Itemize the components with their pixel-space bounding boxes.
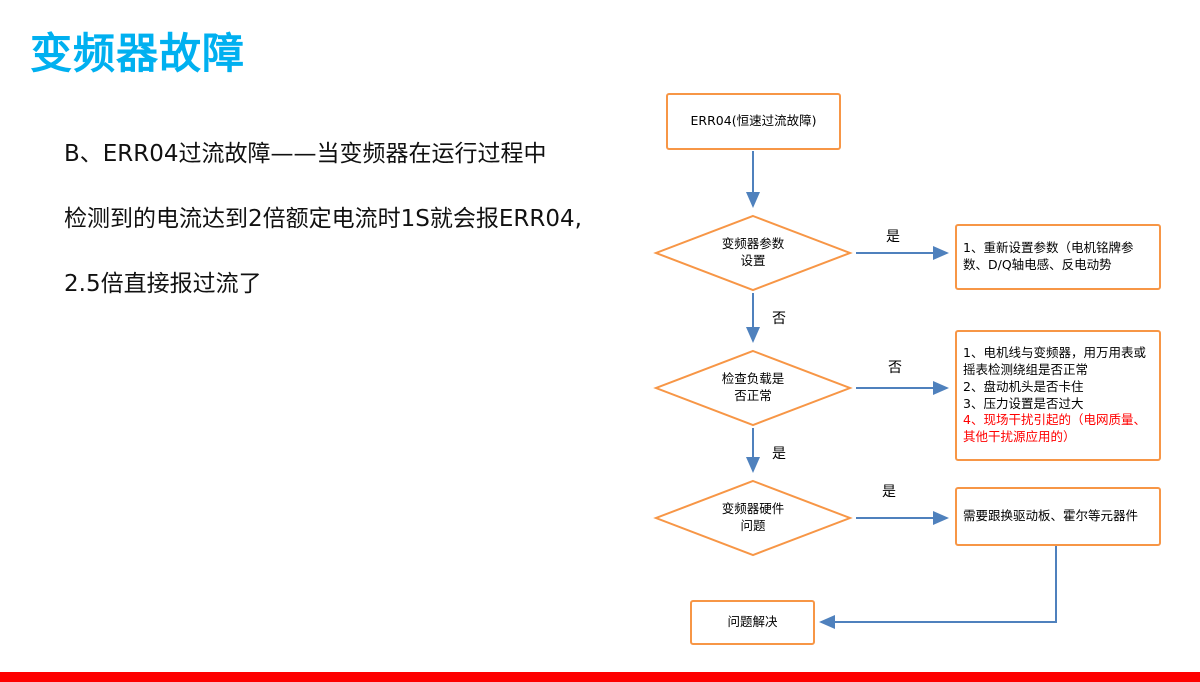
end-node: 问题解决	[690, 600, 815, 645]
start-node-label: ERR04(恒速过流故障)	[690, 113, 817, 129]
description-block: B、ERR04过流故障——当变频器在运行过程中 检测到的电流达到2倍额定电流时1…	[64, 140, 664, 334]
end-node-label: 问题解决	[727, 614, 778, 630]
action-check-wiring-line-1: 1、电机线与变频器，用万用表或摇表检测绕组是否正常	[963, 344, 1146, 377]
edge-label-d2-yes: 是	[772, 446, 786, 462]
action-check-wiring: 1、电机线与变频器，用万用表或摇表检测绕组是否正常 2、盘动机头是否卡住 3、压…	[955, 330, 1161, 461]
edge-label-d3-yes: 是	[882, 484, 896, 500]
action-replace-board: 需要跟换驱动板、霍尔等元器件	[955, 487, 1161, 546]
action-check-wiring-line-3: 3、压力设置是否过大	[963, 395, 1084, 411]
action-check-wiring-line-4: 4、现场干扰引起的（电网质量、其他干扰源应用的）	[963, 412, 1146, 445]
edge-label-d1-no: 否	[772, 311, 786, 327]
decision-load-check: 检查负载是 否正常	[653, 349, 853, 427]
decision-parameter-settings-label: 变频器参数 设置	[721, 236, 785, 268]
action-reset-parameters: 1、重新设置参数（电机铭牌参数、D/Q轴电感、反电动势	[955, 224, 1161, 290]
action-check-wiring-line-2: 2、盘动机头是否卡住	[963, 378, 1084, 394]
action-reset-parameters-text: 1、重新设置参数（电机铭牌参数、D/Q轴电感、反电动势	[963, 240, 1134, 272]
diamond-shape	[653, 214, 853, 292]
edge-label-d2-no: 否	[888, 360, 902, 376]
start-node: ERR04(恒速过流故障)	[666, 93, 841, 150]
description-line-2: 检测到的电流达到2倍额定电流时1S就会报ERR04,	[64, 205, 582, 232]
decision-hardware-issue: 变频器硬件 问题	[653, 479, 853, 557]
edge-label-d1-yes: 是	[886, 229, 900, 245]
description-line-1: B、ERR04过流故障——当变频器在运行过程中	[64, 141, 547, 167]
decision-hardware-issue-label: 变频器硬件 问题	[721, 501, 785, 533]
diamond-shape	[653, 349, 853, 427]
action-replace-board-text: 需要跟换驱动板、霍尔等元器件	[963, 508, 1139, 524]
decision-parameter-settings: 变频器参数 设置	[653, 214, 853, 292]
description-line-3: 2.5倍直接报过流了	[64, 270, 262, 297]
diamond-shape	[653, 479, 853, 557]
page-title: 变频器故障	[30, 29, 246, 78]
decision-load-check-label: 检查负载是 否正常	[721, 371, 785, 403]
footer-bar	[0, 672, 1200, 682]
